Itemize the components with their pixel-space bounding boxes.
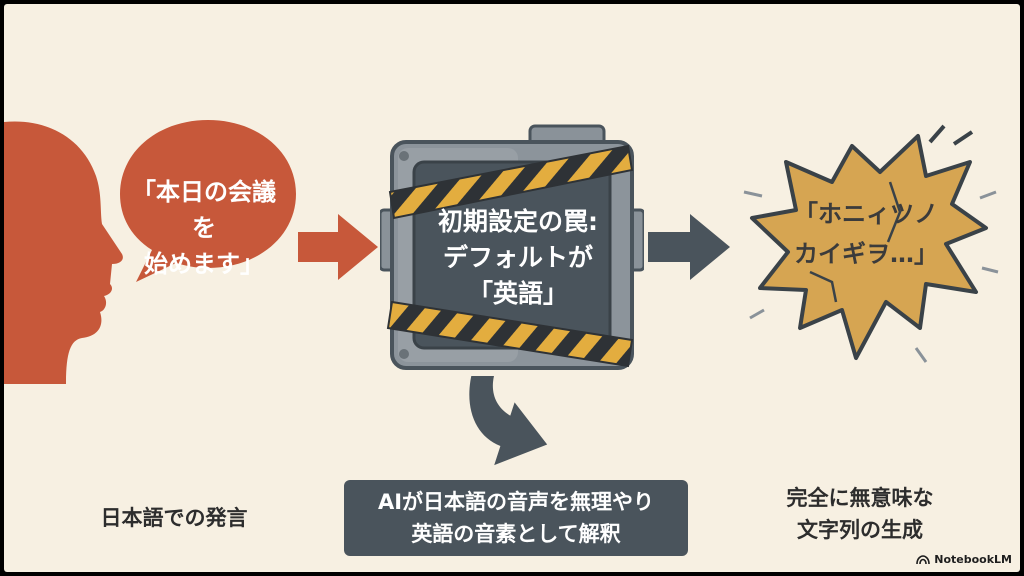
arrow-right-slate-icon bbox=[648, 214, 730, 280]
speaking-head-icon bbox=[4, 121, 123, 385]
caption-right: 完全に無意味な 文字列の生成 bbox=[750, 482, 970, 546]
device-label-line-2: デフォルトが bbox=[442, 243, 593, 272]
arrow-right-orange-icon bbox=[298, 214, 378, 280]
garbled-output-text: 「ホニィツノ カイギヲ…」 bbox=[766, 194, 966, 274]
caption-right-line-2: 文字列の生成 bbox=[797, 518, 923, 542]
slide: 「本日の会議を 始めます」 初期設定の罠: デフォ bbox=[4, 4, 1020, 572]
caption-center-box: AIが日本語の音声を無理やり 英語の音素として解釈 bbox=[344, 480, 688, 556]
watermark-text: NotebookLM bbox=[934, 553, 1012, 566]
arrow-down-curved-icon bbox=[469, 376, 548, 466]
notebooklm-logo-icon bbox=[916, 554, 931, 564]
caption-right-line-1: 完全に無意味な bbox=[786, 486, 934, 510]
caption-center-line-1: AIが日本語の音声を無理やり bbox=[377, 490, 655, 514]
garbled-line-1: 「ホニィツノ bbox=[794, 200, 938, 228]
device-label-line-3: 「英語」 bbox=[467, 279, 568, 308]
caption-center-line-2: 英語の音素として解釈 bbox=[411, 522, 621, 546]
garbled-burst-icon bbox=[743, 124, 999, 363]
device-label: 初期設定の罠: デフォルトが 「英語」 bbox=[418, 204, 618, 312]
speech-line-2: 始めます」 bbox=[144, 250, 264, 278]
garbled-line-2: カイギヲ…」 bbox=[794, 240, 938, 268]
speech-bubble-text: 「本日の会議を 始めます」 bbox=[124, 174, 284, 282]
device-label-line-1: 初期設定の罠: bbox=[438, 207, 598, 236]
caption-left: 日本語での発言 bbox=[100, 506, 248, 530]
speech-line-1: 「本日の会議を bbox=[132, 178, 276, 242]
locked-device-icon bbox=[380, 124, 644, 370]
watermark: NotebookLM bbox=[916, 553, 1012, 566]
speech-bubble bbox=[120, 120, 296, 282]
